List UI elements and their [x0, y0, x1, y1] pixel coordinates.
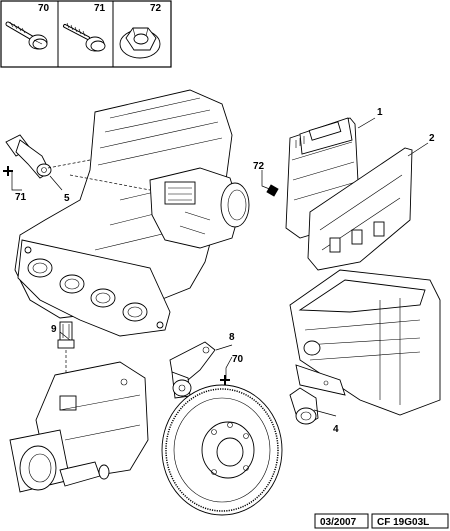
callout-5: 5: [64, 193, 70, 204]
callout-2: 2: [429, 133, 435, 144]
footer-date: 03/2007: [320, 517, 357, 528]
footer-reference: 03/2007 CF 19G03L: [314, 513, 449, 529]
part-2-ecu-bracket: [307, 147, 413, 271]
callout-70: 70: [232, 354, 244, 365]
callout-71: 71: [15, 192, 27, 203]
bolt-flange-icon: [5, 21, 48, 50]
intake-manifold: [14, 89, 250, 337]
legend-number-72: 72: [150, 3, 162, 14]
part-5-pressure-sensor: [5, 134, 91, 179]
callout-1: 1: [377, 107, 383, 118]
legend-number-70: 70: [38, 3, 50, 14]
hex-flange-nut-icon: [119, 27, 161, 59]
part-70-bolt-marker: [220, 375, 230, 385]
mounting-tray: [289, 269, 441, 416]
part-4-knock-sensor: [289, 387, 319, 425]
flywheel: [161, 384, 283, 516]
legend-number-71: 71: [94, 3, 106, 14]
callout-8: 8: [229, 332, 235, 343]
callout-4: 4: [333, 424, 339, 435]
part-72-nut-marker: [266, 184, 279, 197]
callout-9: 9: [51, 324, 57, 335]
part-71-screw-marker: [3, 166, 13, 176]
self-tapping-screw-icon: [63, 22, 106, 52]
fastener-legend: 70 71 72: [0, 0, 172, 68]
callout-72: 72: [253, 161, 265, 172]
thermostat-housing: [9, 361, 149, 493]
footer-ref-code: CF 19G03L: [377, 517, 429, 528]
